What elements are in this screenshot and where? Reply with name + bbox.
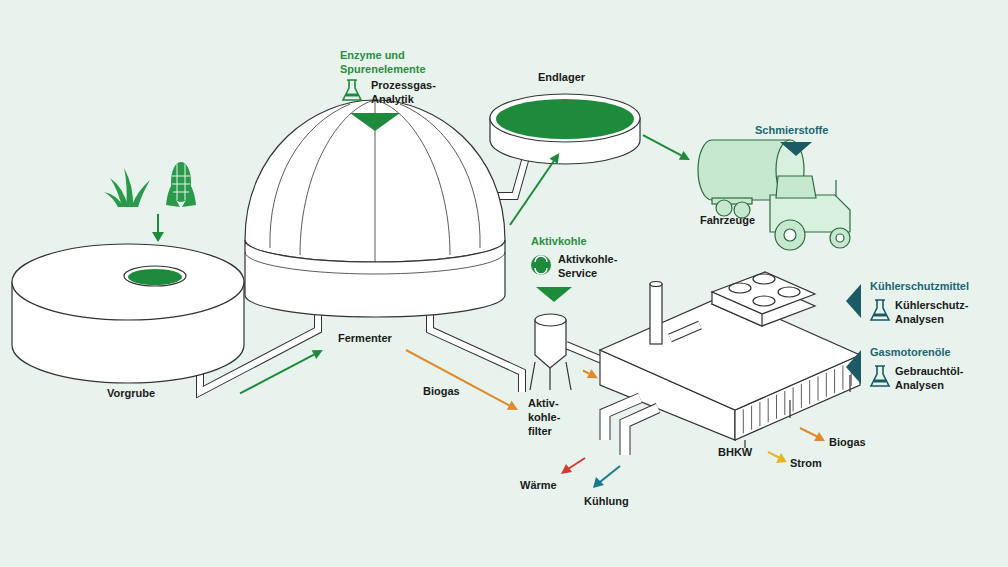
flow-arrow [406,350,518,410]
arrow-head [679,151,690,160]
arrow-head [587,369,598,378]
vehicles: Fahrzeuge [690,125,865,260]
output-label: Strom [790,456,822,470]
node-label: Endlager [538,70,585,84]
node-label: Vorgrube [107,386,155,400]
node-label: BHKW [718,445,752,459]
arrow-line [510,161,554,225]
arrow-line [240,355,314,394]
callout-text: Gebrauchtöl-Analysen [895,364,995,392]
arrow-line [583,371,589,374]
arrow-line [643,135,681,155]
callout-heading: Aktivkohle [531,234,587,248]
arrow-line [406,350,509,405]
flow-arrow [583,369,598,378]
node-label: Fermenter [338,331,392,345]
output-label: Biogas [829,435,866,449]
carbon-filter: Aktiv-kohle-filter [518,300,583,441]
callout-text: Kühlerschutz-Analysen [895,298,995,326]
callout-text: Aktivkohle-Service [558,252,630,280]
callout-heading: Kühlerschutzmittel [870,279,969,293]
arrow-head [507,401,518,410]
fermenter-tank: Fermenter [250,95,510,350]
node-label: Aktiv-kohle-filter [528,396,570,438]
edge-label: Biogas [423,384,460,398]
callout-heading: Gasmotorenöle [870,345,951,359]
pit-tank: Vorgrube [12,240,240,405]
node-label: Fahrzeuge [700,213,755,227]
flow-arrow [510,153,559,225]
callout-heading: Enzyme und Spurenelemente [340,48,440,76]
output-label: Wärme [520,478,557,492]
flow-arrow [643,135,690,160]
callout-text: Prozessgas-Analytik [371,78,451,106]
callout-heading: Schmierstoffe [755,123,828,137]
output-label: Kühlung [584,494,629,508]
flow-arrow [240,350,323,393]
storage-tank: Endlager [488,68,643,153]
chp-unit: BHKW [598,280,873,462]
arrow-head [550,153,560,164]
arrow-head [312,350,323,359]
